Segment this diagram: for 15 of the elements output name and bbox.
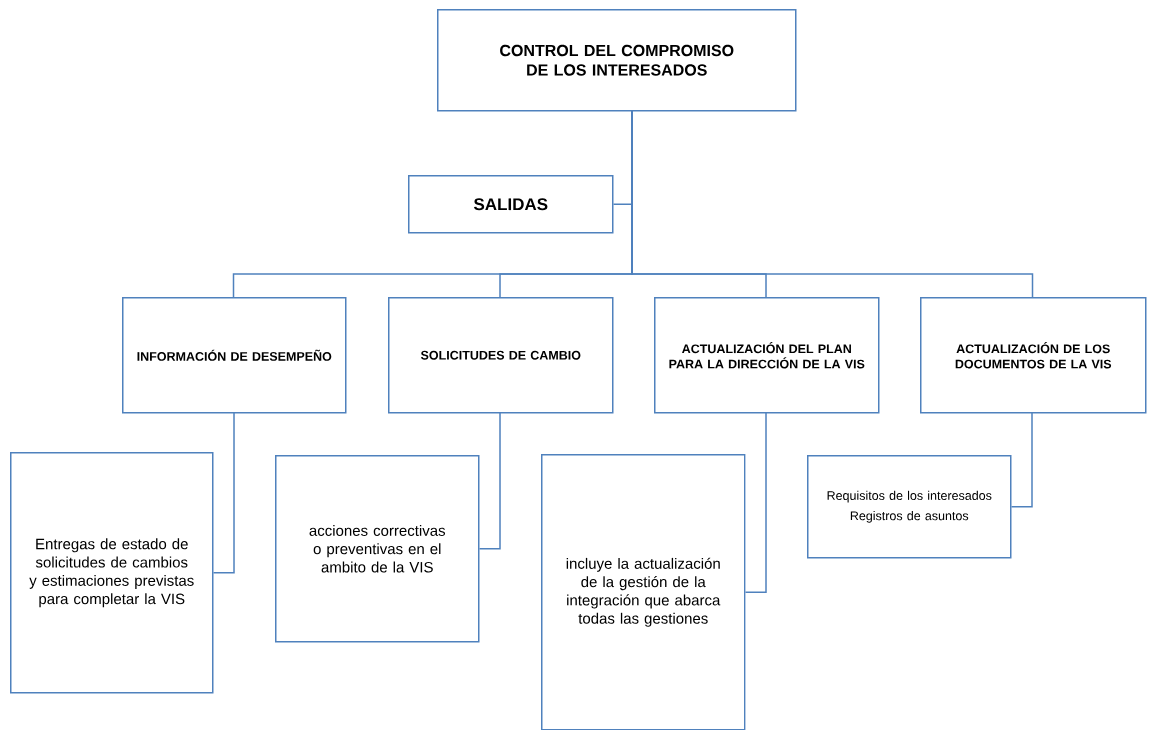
connector-line <box>212 411 235 574</box>
category-box: SOLICITUDES DE CAMBIO <box>388 297 614 414</box>
text-box: Entregas de estado de solicitudes de cambios y estimaciones previstas para completar la VIS <box>10 452 214 694</box>
connector-line <box>631 109 1034 298</box>
title-box: CONTROL DEL COMPROMISO DE LOS INTERESADOS <box>437 9 797 112</box>
text-box: acciones correctivas o preventivas en el ambito de la VIS <box>275 455 480 643</box>
category-box: INFORMACIÓN DE DESEMPEÑO <box>122 297 347 414</box>
connector-line <box>478 411 501 550</box>
section-box: SALIDAS <box>408 175 614 234</box>
category-box: ACTUALIZACIÓN DEL PLAN PARA LA DIRECCIÓN DE LA VIS <box>654 297 880 414</box>
connector-line <box>1010 411 1033 508</box>
text-box: incluye la actualización de la gestión de la integración que abarca todas las gestiones <box>541 454 746 730</box>
connector-line <box>744 411 767 593</box>
category-box: ACTUALIZACIÓN DE LOS DOCUMENTOS DE LA VIS <box>920 297 1147 414</box>
text-box: Requisitos de los interesados Registros de asuntos <box>807 455 1012 559</box>
